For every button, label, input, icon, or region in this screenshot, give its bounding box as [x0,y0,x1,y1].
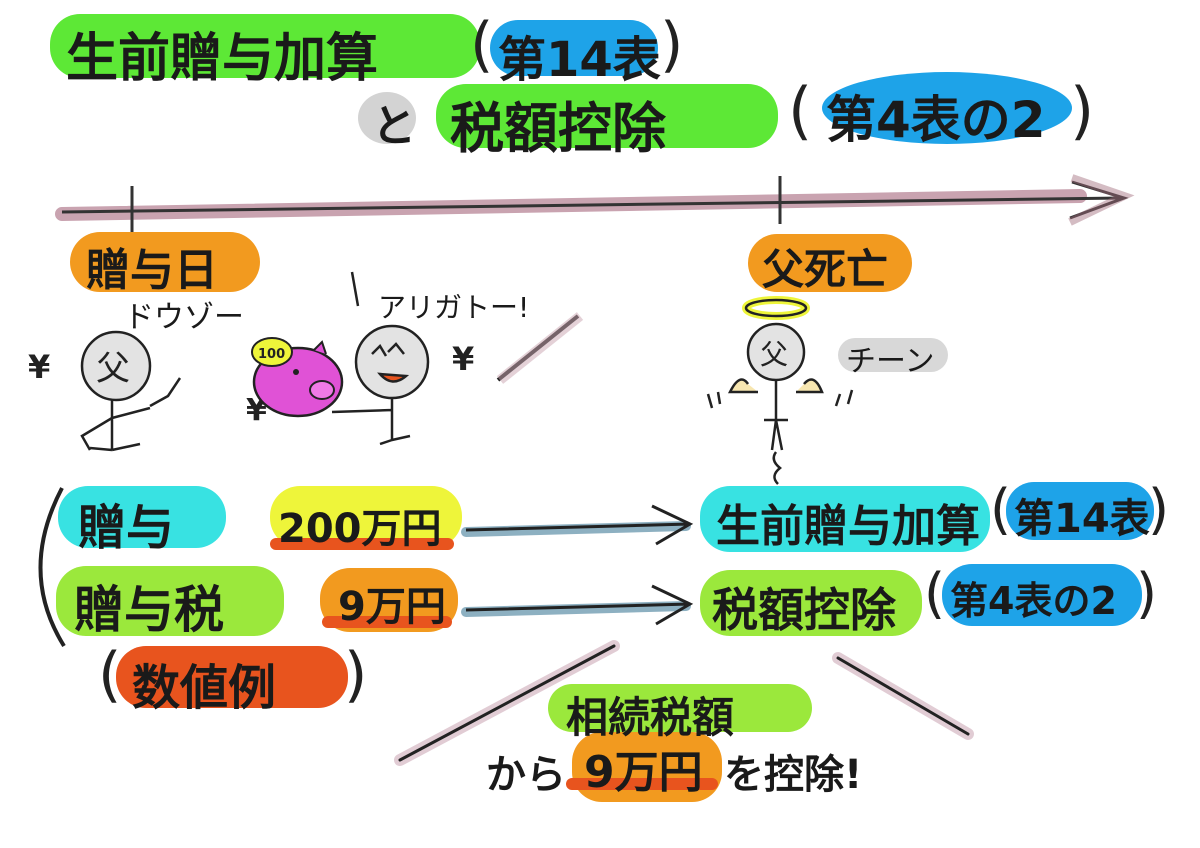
target-gift-table-highlight [1006,482,1154,540]
conclusion-line1: 相続税額 [566,693,735,742]
gift-amount-highlight [270,486,462,548]
conclusion-amount-underline [566,778,718,790]
conclusion-burst-lines [394,640,974,766]
title-line1-highlight [50,14,480,78]
target-gift-highlight [700,486,990,552]
gift-day-highlight [70,232,260,292]
chiin-highlight [838,338,948,372]
death-label: 父死亡 [762,245,889,294]
gift-amount-underline [270,538,454,550]
conclusion-line2-prefix: から [486,752,566,798]
numeric-example-highlight [116,646,348,708]
target-tax-close-paren: ) [1136,562,1158,625]
target-tax-table: 第4表の2 [950,579,1117,623]
death-highlight [748,234,912,292]
giver-figure: 父 [80,330,182,452]
timeline-arrowhead [1069,180,1129,220]
title-line1-open-paren: ( [470,10,494,80]
svg-text:父: 父 [760,338,788,371]
title-line1-table-highlight [490,20,658,76]
gift-tax-arrow [461,584,694,626]
gift-tax-amount: 9万円 [338,584,446,630]
title-line1: 生前贈与加算 [66,29,379,89]
conclusion-line2-suffix: を控除! [724,752,863,798]
title-line2: 税額控除 [450,97,666,160]
giver-speech: ドウゾー [124,300,244,335]
numeric-example-close-paren: ) [344,640,368,710]
gift-day-label: 贈与日 [86,245,218,296]
numeric-example-label: 数値例 [132,660,277,716]
receiver-speech: アリガトー! [378,291,530,324]
conclusion-line1-highlight [548,684,812,732]
example-bracket [38,487,66,648]
target-tax-table-highlight [942,564,1142,626]
conclusion-amount-highlight [572,732,722,802]
target-gift-label: 生前贈与加算 [716,501,980,552]
coin-icon [251,337,293,367]
yen-mark-right: ¥ [452,340,474,378]
title-line1-close-paren: ) [660,10,684,80]
coin-label: 100 [258,347,285,362]
conclusion-line2-amount: 9万円 [584,747,703,798]
deceased-speech: チーン [846,344,935,379]
gift-tax-label-highlight [56,566,284,636]
target-tax-highlight [700,570,922,636]
title-line2-table: 第4表の2 [826,91,1046,149]
gift-tax-label: 贈与税 [74,581,224,639]
deceased-figure: 父 [706,296,854,485]
timeline-axis [61,196,1123,214]
title-line1-table: 第14表 [498,32,661,88]
gift-label: 贈与 [78,500,175,556]
title-line2-open-paren: ( [788,74,813,147]
target-tax-label: 税額控除 [712,583,896,637]
yen-mark-left: ¥ [28,348,50,386]
target-tax-open-paren: ( [924,562,946,625]
target-gift-table: 第14表 [1014,496,1150,542]
svg-text:父: 父 [96,349,130,389]
receiver-figure [331,271,584,446]
gift-label-highlight [58,486,226,548]
title-line2-table-highlight [822,72,1072,144]
gift-amount: 200万円 [278,506,442,552]
gift-arrow [461,504,694,546]
connector-highlight [358,92,416,144]
title-line2-highlight [436,84,778,148]
gift-tax-amount-underline [322,616,452,628]
numeric-example-open-paren: ( [98,640,122,710]
target-gift-close-paren: ) [1148,478,1170,541]
title-connector: と [372,101,416,152]
title-line2-close-paren: ) [1070,74,1095,147]
target-gift-open-paren: ( [990,478,1012,541]
